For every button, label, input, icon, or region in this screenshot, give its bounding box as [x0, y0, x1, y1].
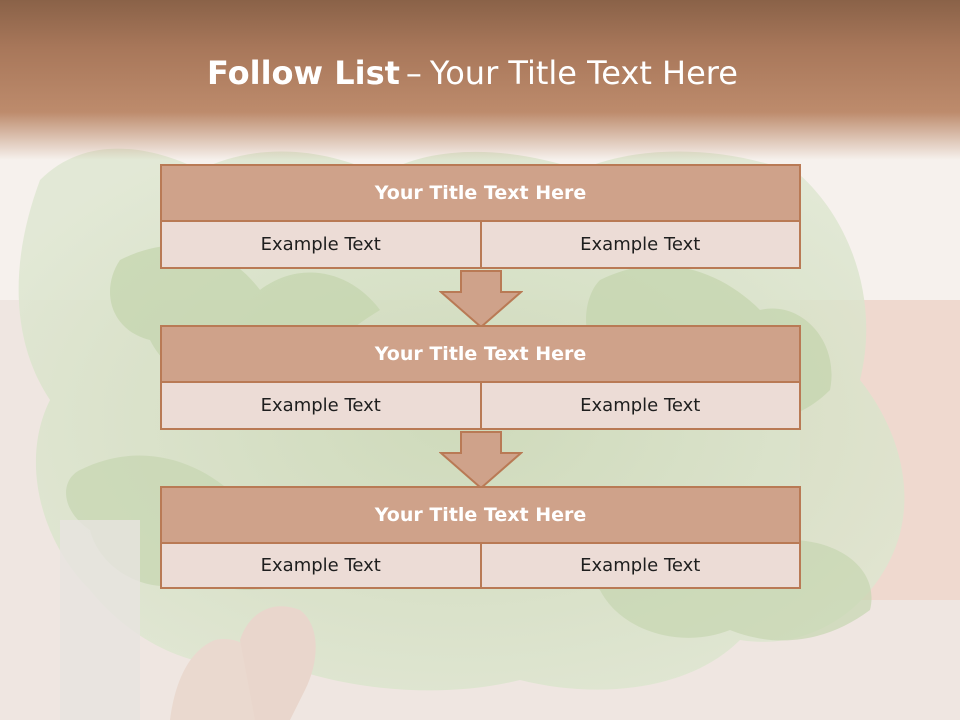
step-right-cell: Example Text	[481, 542, 801, 589]
down-arrow-icon	[439, 431, 523, 489]
flow-step-1: Your Title Text Here Example Text Exampl…	[160, 164, 801, 269]
slide-title-dash: –	[405, 54, 422, 92]
down-arrow-icon	[439, 270, 523, 328]
step-left-cell: Example Text	[160, 381, 482, 430]
step-row: Example Text Example Text	[160, 542, 801, 589]
step-right-cell: Example Text	[481, 220, 801, 269]
step-title: Your Title Text Here	[160, 325, 801, 381]
flow-step-2: Your Title Text Here Example Text Exampl…	[160, 325, 801, 430]
step-title: Your Title Text Here	[160, 164, 801, 220]
slide-title-bold: Follow List	[207, 54, 400, 92]
title-band	[0, 0, 960, 160]
step-left-cell: Example Text	[160, 220, 482, 269]
slide-title: Follow List–Your Title Text Here	[0, 54, 945, 92]
step-right-cell: Example Text	[481, 381, 801, 430]
step-title: Your Title Text Here	[160, 486, 801, 542]
slide-title-rest: Your Title Text Here	[429, 54, 738, 92]
step-left-cell: Example Text	[160, 542, 482, 589]
flow-step-3: Your Title Text Here Example Text Exampl…	[160, 486, 801, 589]
step-row: Example Text Example Text	[160, 381, 801, 430]
step-row: Example Text Example Text	[160, 220, 801, 269]
